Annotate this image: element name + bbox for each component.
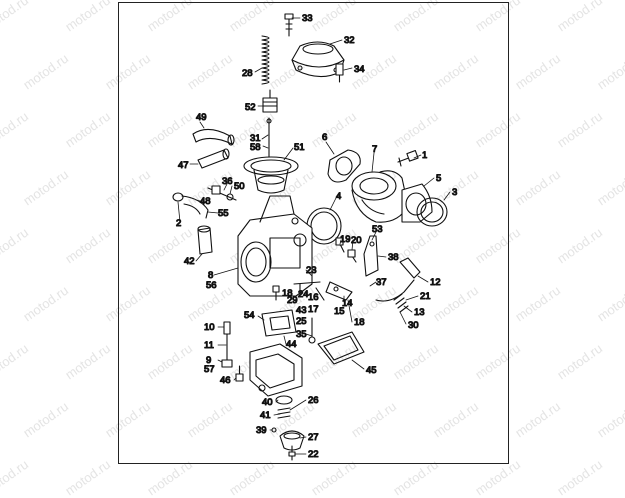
callout-40: 40 bbox=[262, 397, 273, 408]
callout-37: 37 bbox=[376, 277, 387, 288]
callout-44: 44 bbox=[286, 339, 297, 350]
callout-8: 8 bbox=[208, 270, 213, 281]
part-diaphragm-piston bbox=[243, 156, 299, 194]
part-carburetor-body bbox=[237, 195, 321, 297]
callout-29: 29 bbox=[287, 295, 298, 306]
part-small-o-ring bbox=[172, 192, 184, 202]
callout-30: 30 bbox=[408, 320, 419, 331]
part-accelerator-lever bbox=[363, 235, 379, 277]
callout-19: 19 bbox=[340, 234, 351, 245]
callout-1: 1 bbox=[422, 150, 427, 161]
callout-6: 6 bbox=[322, 132, 327, 143]
callout-49: 49 bbox=[196, 112, 207, 123]
part-cover-screw bbox=[335, 63, 344, 83]
callout-35: 35 bbox=[296, 329, 307, 340]
callout-23: 23 bbox=[306, 265, 317, 276]
callout-55: 55 bbox=[218, 208, 229, 219]
part-jet-needle bbox=[266, 117, 272, 159]
part-small-spring bbox=[271, 427, 277, 433]
callout-50: 50 bbox=[234, 181, 245, 192]
callout-28: 28 bbox=[242, 68, 253, 79]
callout-39: 39 bbox=[256, 425, 267, 436]
callout-57: 57 bbox=[204, 364, 215, 375]
callout-58: 58 bbox=[250, 142, 261, 153]
callout-52: 52 bbox=[245, 102, 256, 113]
part-float-bowl bbox=[249, 343, 303, 397]
callout-3: 3 bbox=[452, 187, 457, 198]
callout-12: 12 bbox=[430, 277, 441, 288]
part-vacuum-cover bbox=[291, 41, 345, 78]
callout-33: 33 bbox=[302, 13, 313, 24]
part-elbow-fitting bbox=[181, 195, 209, 219]
part-idle-screws bbox=[335, 237, 357, 263]
part-drain-plug-assembly bbox=[275, 395, 293, 419]
part-gasket bbox=[327, 149, 361, 183]
callout-41: 41 bbox=[260, 410, 271, 421]
part-pump-rod bbox=[375, 257, 421, 302]
callout-14: 14 bbox=[342, 298, 353, 309]
callout-46: 46 bbox=[220, 375, 231, 386]
callout-32: 32 bbox=[344, 35, 355, 46]
part-spring bbox=[261, 35, 270, 85]
callout-54: 54 bbox=[244, 310, 255, 321]
callout-9: 9 bbox=[206, 355, 211, 366]
callout-43: 43 bbox=[296, 305, 307, 316]
callout-4: 4 bbox=[336, 191, 341, 202]
callout-13: 13 bbox=[414, 307, 425, 318]
callout-21: 21 bbox=[420, 291, 431, 302]
callout-17: 17 bbox=[308, 304, 319, 315]
diagram-frame bbox=[118, 2, 509, 464]
callout-10: 10 bbox=[204, 322, 215, 333]
callout-31: 31 bbox=[250, 133, 261, 144]
callout-5: 5 bbox=[436, 173, 441, 184]
callout-27: 27 bbox=[308, 432, 319, 443]
callout-26: 26 bbox=[308, 395, 319, 406]
part-intake-manifold bbox=[351, 170, 409, 223]
callout-18b: 18 bbox=[354, 317, 365, 328]
part-fuel-inlet bbox=[197, 225, 213, 255]
leader-lines bbox=[177, 17, 451, 455]
callout-56: 56 bbox=[206, 280, 217, 291]
part-vent-hose bbox=[192, 128, 235, 146]
part-bolt bbox=[397, 149, 419, 167]
part-o-ring bbox=[416, 197, 448, 227]
part-screw-top bbox=[284, 13, 294, 37]
callout-42: 42 bbox=[184, 256, 195, 267]
callout-11: 11 bbox=[204, 340, 214, 351]
callout-labels: 33 32 34 28 52 31 58 51 6 7 1 5 3 49 47 … bbox=[175, 12, 457, 460]
callout-53: 53 bbox=[372, 224, 383, 235]
part-float-bowl-gasket bbox=[317, 331, 365, 365]
part-hose bbox=[197, 148, 230, 169]
part-pump-cover bbox=[261, 309, 297, 337]
callout-45: 45 bbox=[366, 365, 377, 376]
callout-20: 20 bbox=[351, 235, 362, 246]
callout-7: 7 bbox=[372, 144, 377, 155]
callout-15: 15 bbox=[334, 306, 345, 317]
callout-16: 16 bbox=[308, 292, 319, 303]
exploded-parts-drawing: 33 32 34 28 52 31 58 51 6 7 1 5 3 49 47 … bbox=[172, 12, 458, 461]
callout-34: 34 bbox=[354, 64, 365, 75]
callout-22: 22 bbox=[308, 449, 319, 460]
callout-48: 48 bbox=[200, 196, 211, 207]
part-needle-holder bbox=[262, 89, 278, 113]
part-linkage bbox=[315, 281, 353, 301]
part-cap bbox=[279, 430, 305, 451]
callout-2: 2 bbox=[176, 218, 181, 229]
callout-38: 38 bbox=[388, 252, 399, 263]
callout-51: 51 bbox=[294, 142, 305, 153]
callout-25: 25 bbox=[296, 316, 307, 327]
part-bowl-screw bbox=[235, 365, 244, 382]
callout-47: 47 bbox=[178, 160, 189, 171]
callout-24: 24 bbox=[298, 289, 309, 300]
callout-36: 36 bbox=[222, 176, 233, 187]
part-main-jet bbox=[221, 321, 233, 368]
callout-18: 18 bbox=[282, 288, 293, 299]
part-enrichener-fitting bbox=[207, 185, 237, 201]
part-pump-spring bbox=[393, 293, 409, 313]
part-emulsion-tube bbox=[308, 317, 316, 344]
part-small-screws bbox=[272, 283, 301, 301]
